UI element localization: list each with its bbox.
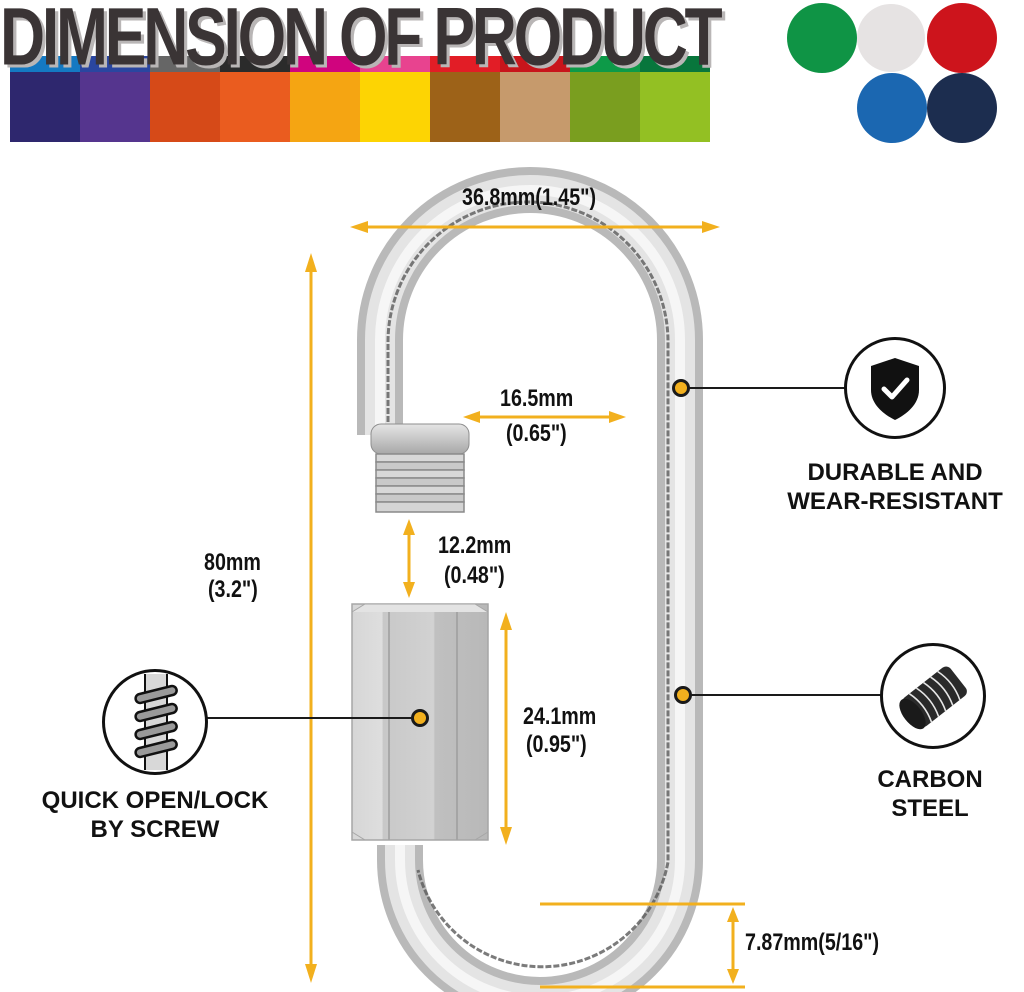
page-title: DIMENSION OF PRODUCT — [0, 0, 723, 83]
carabiner-body — [357, 167, 703, 992]
carbon-label: CARBON STEEL — [877, 766, 983, 822]
screw-icon-circle — [102, 669, 208, 775]
thread-rings — [375, 453, 465, 513]
opening-label-in: (0.65") — [506, 420, 567, 447]
dimension-arrows — [305, 221, 745, 989]
gap-label-in: (0.48") — [444, 562, 505, 589]
nut-label-mm: 24.1mm — [523, 703, 597, 730]
color-dot-white — [857, 4, 925, 72]
steel-rod-icon — [899, 666, 967, 730]
carbon-pin — [674, 686, 692, 704]
screw-label: QUICK OPEN/LOCK BY SCREW — [41, 787, 269, 843]
shield-check-icon — [871, 358, 919, 420]
swatch-yellow — [360, 72, 430, 142]
swatch-brown — [430, 72, 500, 142]
color-dot-dark-navy — [927, 73, 997, 143]
nut-label-in: (0.95") — [526, 731, 587, 758]
swatch-orange — [220, 72, 290, 142]
screw-pin — [411, 709, 429, 727]
swatch-navy — [10, 72, 80, 142]
carbon-leader-line — [682, 694, 882, 696]
swatch-purple — [80, 72, 150, 142]
swatch-tan — [500, 72, 570, 142]
durable-label: DURABLE AND WEAR-RESISTANT — [787, 459, 1003, 515]
swatch-red-orange — [150, 72, 220, 142]
color-swatch-row — [10, 72, 710, 142]
title-color-strip — [10, 56, 710, 74]
durable-pin — [672, 379, 690, 397]
gap-label-mm: 12.2mm — [438, 532, 512, 559]
color-dot-red — [927, 3, 997, 73]
durable-leader-line — [680, 387, 846, 389]
width-label: 36.8mm(1.45") — [462, 184, 597, 211]
swatch-amber — [290, 72, 360, 142]
color-dot-green — [787, 3, 857, 73]
screw-leader-line — [207, 717, 419, 719]
screw-thread-icon — [134, 674, 178, 770]
thread-collar — [370, 423, 470, 455]
carbon-icon-circle — [880, 643, 986, 749]
wire-label: 7.87mm(5/16") — [745, 929, 880, 956]
opening-label-mm: 16.5mm — [500, 385, 574, 412]
swatch-lime — [640, 72, 710, 142]
color-dot-blue — [857, 73, 927, 143]
swatch-olive — [570, 72, 640, 142]
height-label-mm: 80mm — [204, 549, 261, 576]
height-label-in: (3.2") — [208, 576, 258, 603]
durable-icon-circle — [844, 337, 946, 439]
